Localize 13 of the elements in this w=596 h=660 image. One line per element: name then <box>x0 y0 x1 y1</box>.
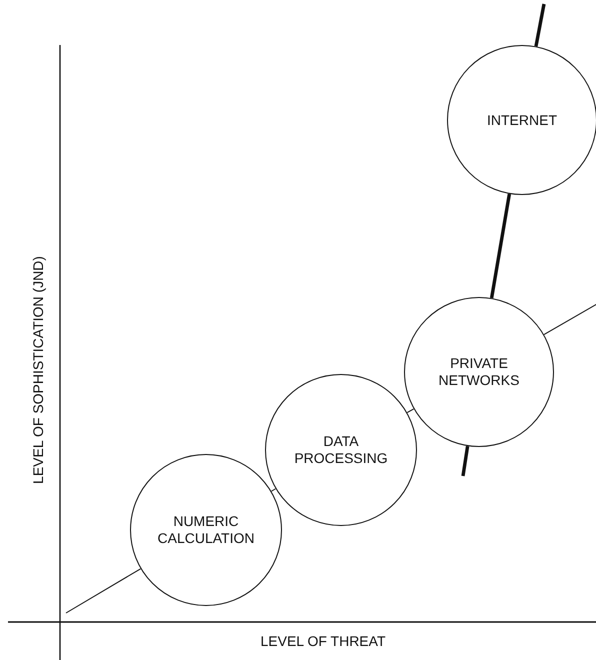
connector-line <box>490 194 512 298</box>
x-axis-label: LEVEL OF THREAT <box>260 633 386 649</box>
node-label: INTERNET <box>486 112 558 128</box>
node-label: DATA PROCESSING <box>293 433 389 467</box>
y-axis-label: LEVEL OF SOPHISTICATION (JND) <box>30 256 46 484</box>
connector-line <box>406 408 414 414</box>
connector-line <box>461 446 470 476</box>
node-label: PRIVATE NETWORKS <box>438 355 520 389</box>
connector-line <box>534 4 546 47</box>
connector-line <box>270 488 276 492</box>
connector-line <box>543 304 596 336</box>
node-label: NUMERIC CALCULATION <box>156 513 256 547</box>
connector-line <box>66 568 142 614</box>
